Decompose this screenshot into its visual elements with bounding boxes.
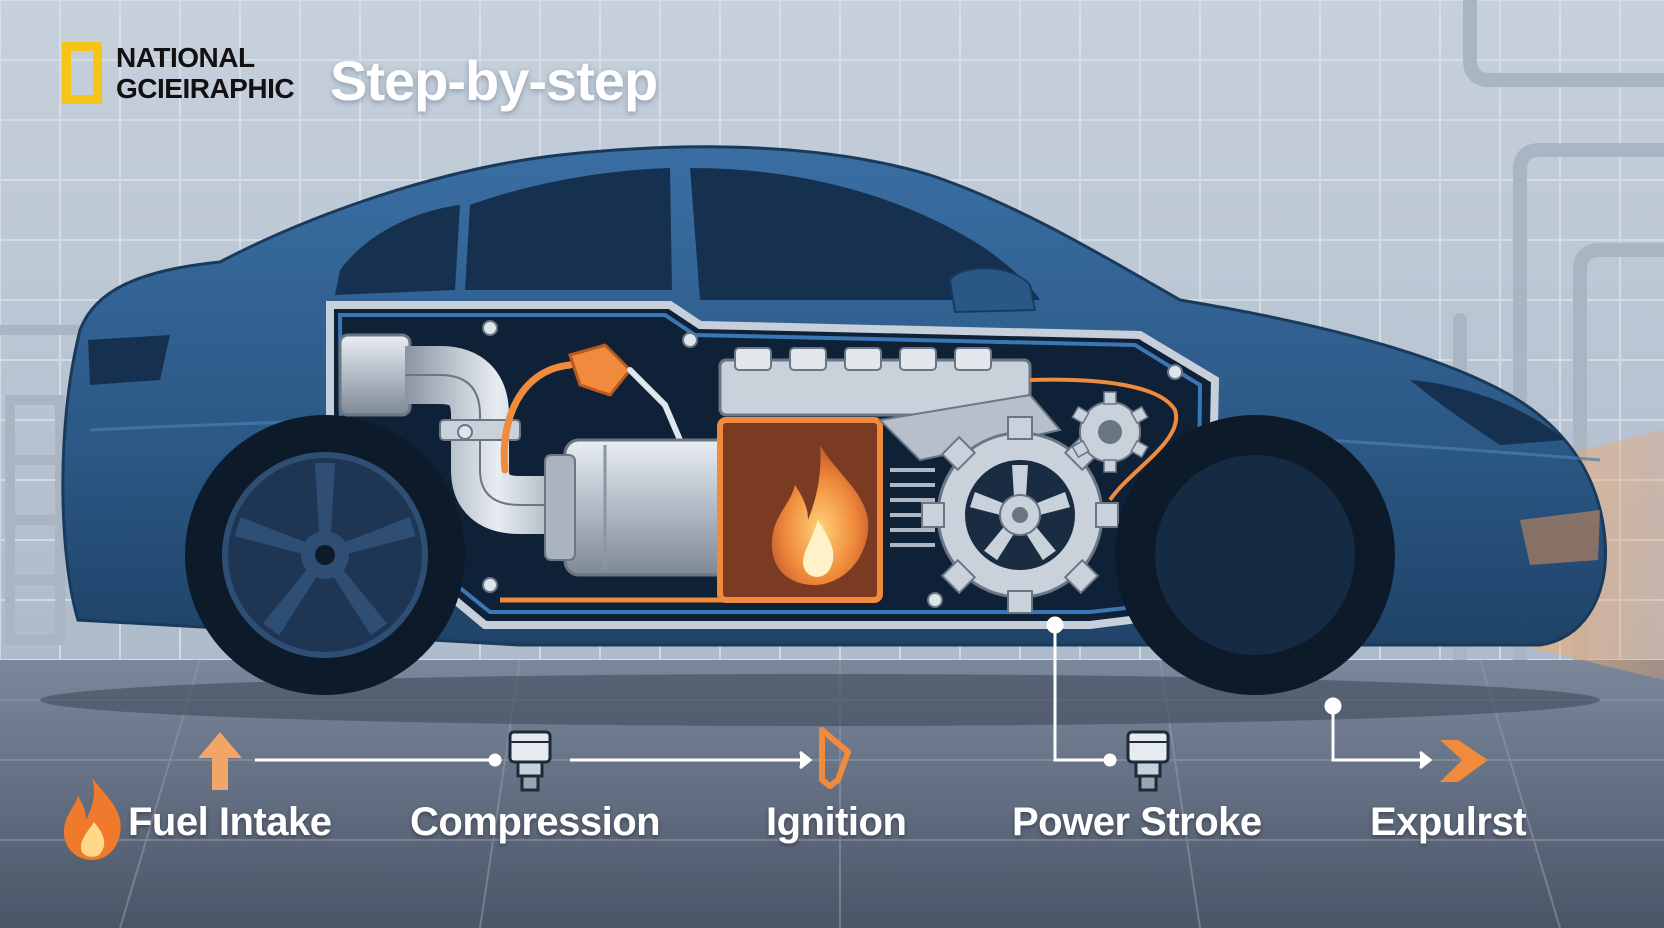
rear-window — [335, 205, 460, 295]
fuel-nozzle-icon — [568, 343, 633, 397]
engine-block — [718, 347, 1062, 462]
small-gear-icon — [1071, 391, 1149, 473]
step-label-fuel-intake: Fuel Intake — [128, 800, 332, 844]
intake-pipe-inlet — [338, 333, 412, 417]
step-label-expulrst: Expulrst — [1370, 800, 1527, 844]
brand-logo: NATIONAL GCIEIRAPHIC — [62, 42, 295, 104]
front-wheel — [1115, 415, 1395, 695]
taillight — [88, 335, 170, 385]
piston-icon — [1126, 730, 1170, 792]
logo-yellow-frame-icon — [62, 42, 102, 104]
intake-arrow-icon — [198, 732, 242, 790]
spark-plug-icon — [819, 727, 851, 789]
step-label-compression: Compression — [410, 800, 661, 844]
main-gear-icon — [921, 416, 1119, 614]
front-door-window — [690, 168, 1040, 300]
step-label-power-stroke: Power Stroke — [1012, 800, 1262, 844]
logo-wordmark: NATIONAL GCIEIRAPHIC — [116, 42, 295, 104]
fuel-line — [500, 361, 574, 474]
side-mirror — [948, 267, 1037, 314]
rear-wheel — [185, 415, 465, 695]
headlight — [1410, 380, 1565, 445]
ignition-cable — [1029, 377, 1179, 502]
rear-door-window — [465, 168, 672, 290]
wall-racks — [0, 325, 80, 645]
engine-cutaway — [326, 301, 1298, 629]
step-label-ignition: Ignition — [766, 800, 907, 844]
headline: Step-by-step — [330, 49, 658, 112]
flame-icon — [771, 445, 869, 585]
flame-icon — [64, 778, 121, 860]
logo-line-2: GCIEIRAPHIC — [116, 73, 295, 104]
logo-line-1: NATIONAL — [116, 42, 255, 73]
step-connectors — [255, 616, 1433, 770]
piston-icon — [508, 730, 552, 792]
arrow-right-icon — [1440, 740, 1488, 782]
